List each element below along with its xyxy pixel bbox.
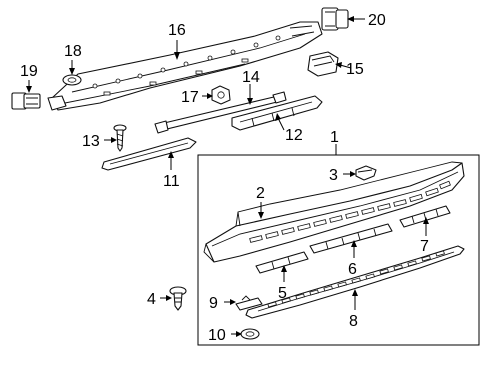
callout-19: 19 [20, 63, 38, 80]
rail-bracket [47, 21, 323, 111]
grommet-10 [240, 328, 260, 340]
pad-5 [255, 251, 309, 274]
callout-8: 8 [349, 313, 358, 330]
strip-14 [154, 91, 287, 134]
callout-17: 17 [181, 89, 199, 106]
callout-16: 16 [168, 22, 186, 39]
running-board-slots [249, 180, 451, 243]
clip-15 [307, 51, 339, 77]
clip-20 [321, 7, 349, 31]
callout-13: 13 [82, 133, 100, 150]
step-cover-slots [267, 250, 445, 308]
callout-20: 20 [368, 12, 386, 29]
callout-7: 7 [420, 238, 429, 255]
callout-14: 14 [242, 69, 260, 86]
leader-lines [26, 16, 429, 337]
callout-4: 4 [147, 291, 156, 308]
running-board [203, 161, 465, 263]
clip-19 [11, 92, 41, 110]
callout-9: 9 [209, 295, 218, 312]
pad-6 [309, 223, 393, 254]
callout-3: 3 [329, 167, 338, 184]
callout-10: 10 [208, 327, 226, 344]
callout-2: 2 [256, 185, 265, 202]
strip-11 [101, 137, 197, 171]
callout-5: 5 [278, 285, 287, 302]
grommet-18 [62, 74, 82, 86]
screw-13 [113, 124, 127, 152]
callout-15: 15 [346, 61, 364, 78]
callout-1: 1 [330, 129, 339, 146]
strip-9 [235, 295, 263, 311]
push-clip-4 [169, 286, 187, 311]
callout-12: 12 [285, 127, 303, 144]
step-cover [245, 245, 465, 319]
callout-labels: 16 20 18 19 15 17 14 13 12 11 1 3 2 7 6 … [20, 12, 429, 344]
clip-3 [355, 165, 377, 181]
callout-18: 18 [64, 43, 82, 60]
callout-6: 6 [348, 261, 357, 278]
running-board-inset-box [197, 154, 480, 346]
nut-17 [211, 85, 231, 105]
callout-11: 11 [163, 173, 180, 190]
